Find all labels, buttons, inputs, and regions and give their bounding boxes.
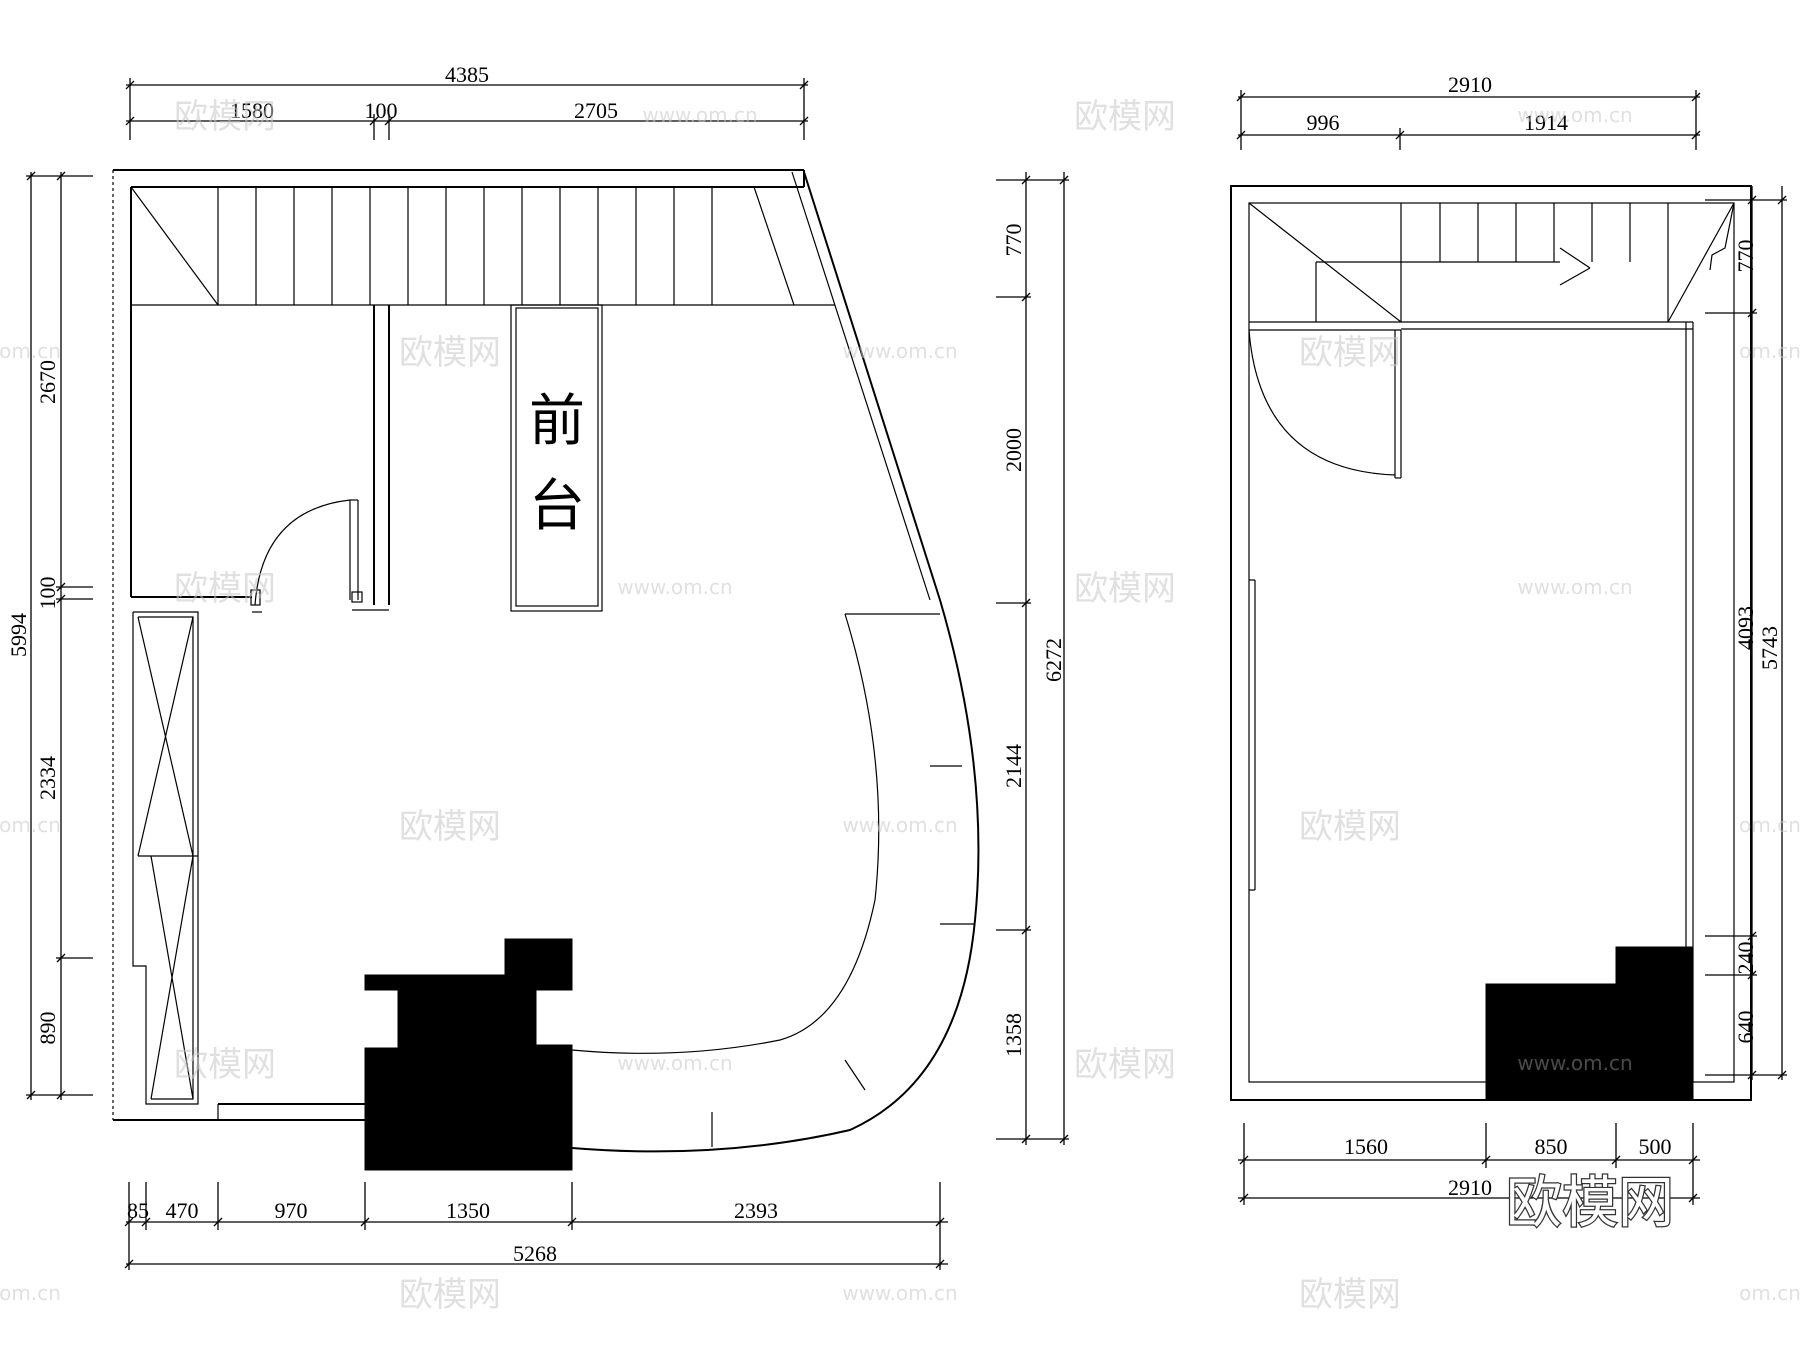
watermark-brand: 欧模网: [399, 333, 501, 373]
floor2-dim-top-total: 2910: [1448, 72, 1492, 97]
floor2-staircase: [1248, 202, 1735, 323]
floor1-walls: [112, 169, 980, 1153]
floor1-dim-left: [26, 171, 93, 1100]
floor1-dim-right-a: 770: [1001, 224, 1026, 257]
watermark-brand: 欧模网: [1299, 807, 1401, 847]
floor2-column: [1485, 946, 1694, 1101]
floor1-dim-bottom-b: 470: [166, 1198, 199, 1223]
floor1-interior-walls: [131, 305, 390, 613]
floor1-dim-right-d: 1358: [1001, 1013, 1026, 1057]
floor2-dim-bottom-total: 2910: [1448, 1175, 1492, 1200]
watermark-brand: 欧模网: [1299, 333, 1401, 373]
floor2-dim-top-a: 996: [1307, 110, 1340, 135]
watermark-site: om.cn: [1739, 339, 1800, 363]
watermark-brand: 欧模网: [174, 97, 276, 137]
floor2-dim-right-d: 640: [1733, 1011, 1758, 1044]
watermark-site: www.om.cn: [842, 339, 957, 363]
watermark-site: om.cn: [1739, 813, 1800, 837]
watermark-site: www.om.cn: [1517, 1051, 1632, 1075]
watermark-site: om.cn: [1739, 1281, 1800, 1305]
floor2-dim-bottom: [1238, 1123, 1700, 1205]
floor2-dim-bottom-c: 500: [1639, 1134, 1672, 1159]
floor1-column: [364, 938, 573, 1171]
floor1-dim-left-d: 890: [35, 1012, 60, 1045]
floor1-dim-top: [125, 78, 809, 140]
floor2-dim-right-c: 240: [1733, 942, 1758, 975]
floor1-dim-bottom-c: 970: [275, 1198, 308, 1223]
floor2-door: [1248, 329, 1402, 479]
floor2-dim-top-b: 1914: [1524, 110, 1568, 135]
floor1-dim-bottom: [124, 1182, 948, 1270]
watermark-site: www.om.cn: [1517, 575, 1632, 599]
floor1-dim-top-c: 2705: [574, 98, 618, 123]
floor1-plan: 前 台 4385 158: [6, 62, 1069, 1270]
floor1-dim-left-total: 5994: [6, 613, 31, 657]
watermark-brand: 欧模网: [174, 569, 276, 609]
floor1-dim-bottom-total: 5268: [513, 1241, 557, 1266]
floor1-dim-top-a: 1580: [230, 98, 274, 123]
floor1-dim-right-c: 2144: [1001, 744, 1026, 788]
reception-desk: [510, 304, 603, 612]
watermark-site: om.cn: [0, 813, 61, 837]
floor2-plan: 2910 996 1914 5743 770 4093 240 640: [1230, 72, 1787, 1205]
room-label-char-2: 台: [529, 474, 585, 539]
watermark-brand: 欧模网: [1299, 1275, 1401, 1315]
floor2-dim-right-a: 770: [1733, 240, 1758, 273]
floor1-cabinet: [132, 611, 199, 1105]
watermark-layer: 欧模网 www.om.cn 欧模网 www.om.cn om.cn 欧模网 ww…: [0, 97, 1800, 1315]
watermark-brand: 欧模网: [399, 1275, 501, 1315]
floor1-dim-bottom-e: 2393: [734, 1198, 778, 1223]
watermark-site: www.om.cn: [842, 813, 957, 837]
watermark-brand: 欧模网: [1074, 569, 1176, 609]
watermark-site: www.om.cn: [617, 575, 732, 599]
watermark-site: www.om.cn: [1517, 103, 1632, 127]
floor1-dim-bottom-a: 85: [127, 1198, 149, 1223]
floor1-dim-right: [996, 172, 1069, 1145]
watermark-brand: 欧模网: [174, 1045, 276, 1085]
floor2-dim-bottom-a: 1560: [1344, 1134, 1388, 1159]
room-label-char-1: 前: [529, 389, 585, 454]
floor2-dim-right-total: 5743: [1757, 626, 1782, 670]
floor1-dim-bottom-d: 1350: [446, 1198, 490, 1223]
watermark-brand-logo: 欧模网: [1506, 1171, 1674, 1236]
floor2-dim-right-b: 4093: [1733, 606, 1758, 650]
floor1-dim-top-total: 4385: [445, 62, 489, 87]
watermark-brand: 欧模网: [1074, 1045, 1176, 1085]
floor1-dim-left-a: 2670: [35, 360, 60, 404]
floor1-dim-top-b: 100: [365, 98, 398, 123]
floor1-dim-right-total: 6272: [1041, 638, 1066, 682]
watermark-site: om.cn: [0, 339, 61, 363]
watermark-site: om.cn: [0, 1281, 61, 1305]
watermark-brand: 欧模网: [399, 807, 501, 847]
floor2-dim-top: [1236, 90, 1701, 150]
watermark-brand: 欧模网: [1074, 97, 1176, 137]
watermark-site: www.om.cn: [617, 1051, 732, 1075]
floor1-dim-left-b: 100: [35, 577, 60, 610]
floor2-dim-bottom-b: 850: [1535, 1134, 1568, 1159]
floor2-dim-right: [1705, 186, 1787, 1080]
floor1-dim-left-c: 2334: [35, 756, 60, 800]
watermark-site: www.om.cn: [842, 1281, 957, 1305]
floor1-staircase: [130, 186, 835, 306]
watermark-site: www.om.cn: [642, 103, 757, 127]
floor1-dim-right-b: 2000: [1001, 428, 1026, 472]
